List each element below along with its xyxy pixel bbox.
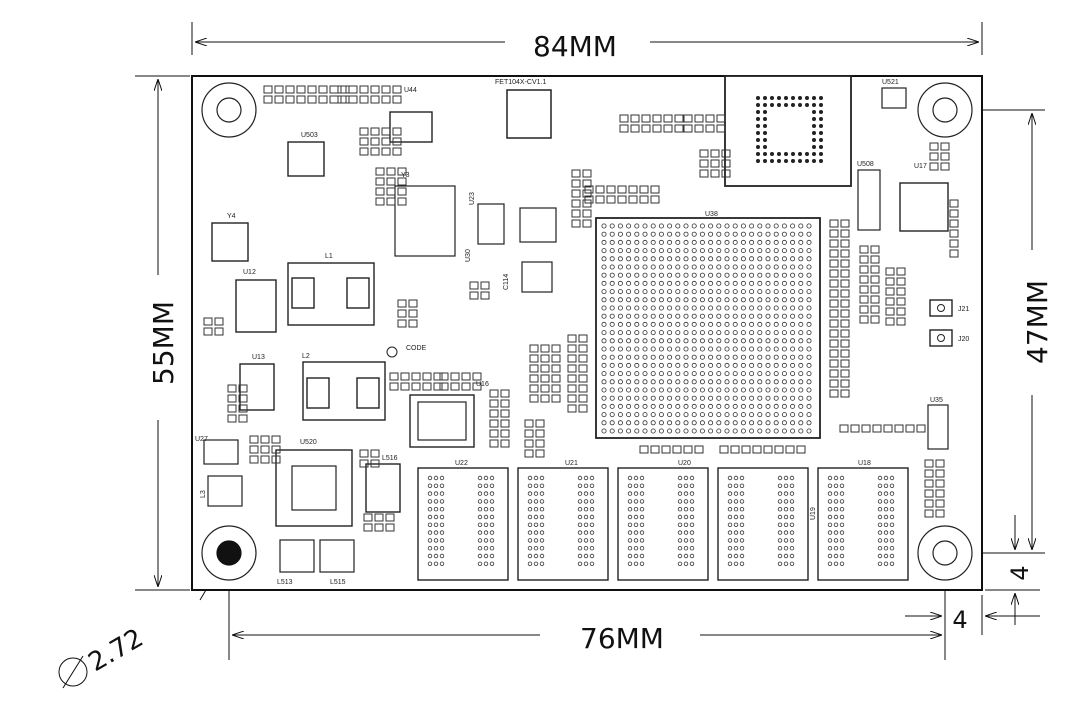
ddr-u21: U21: [517, 460, 609, 581]
inductor-l513: L513: [277, 539, 315, 586]
dimension-label-84mm: 84MM: [533, 30, 617, 63]
svg-text:L1: L1: [325, 253, 333, 260]
dimension-label-hole-diameter: 2.72: [84, 623, 149, 678]
ic-u13: U13: [239, 354, 275, 411]
bga-u38: U38: [595, 211, 821, 439]
inductor-l2: L2: [302, 353, 386, 421]
svg-text:U521: U521: [882, 79, 899, 86]
inductor-l515: L515: [319, 539, 355, 586]
ic-u23: U23: [469, 192, 505, 245]
ic-u44: U44: [389, 87, 433, 143]
svg-text:U20: U20: [678, 460, 691, 467]
inductor-l3: L3: [200, 475, 243, 507]
connector-j21: J21: [929, 299, 969, 317]
dimension-84mm: 84MM: [191, 22, 983, 63]
ic-u508: U508: [857, 161, 881, 231]
svg-text:U19: U19: [810, 507, 817, 520]
mounting-hole-bottom-right: [917, 525, 973, 581]
ic-u16: U16: [409, 381, 489, 448]
mounting-hole-top-right: [917, 82, 973, 138]
svg-text:L515: L515: [330, 579, 346, 586]
ic-u27: U27: [195, 436, 239, 465]
svg-text:U17: U17: [914, 163, 927, 170]
dimension-55mm: 55MM: [135, 75, 190, 591]
mounting-hole-top-left: [201, 82, 257, 138]
ic-u30: U30: [465, 207, 557, 262]
svg-text:L2: L2: [302, 353, 310, 360]
svg-text:U38: U38: [705, 211, 718, 218]
svg-text:Y4: Y4: [227, 213, 236, 220]
dimension-4-vertical: 4: [985, 515, 1040, 625]
svg-text:U18: U18: [858, 460, 871, 467]
ic-u17: U17: [899, 163, 949, 232]
svg-text:U27: U27: [195, 436, 208, 443]
svg-text:U21: U21: [565, 460, 578, 467]
code-marker: CODE: [386, 345, 427, 358]
dimension-4-horizontal: 4: [905, 595, 1040, 635]
connector-u35: U35: [927, 397, 949, 450]
dimension-label-76mm: 76MM: [580, 622, 664, 655]
svg-text:J21: J21: [958, 306, 969, 313]
svg-text:CODE: CODE: [406, 345, 427, 352]
dimension-47mm: 47MM: [972, 109, 1054, 554]
dimension-label-4-vertical: 4: [1006, 565, 1034, 580]
dimension-76mm: 76MM: [228, 558, 946, 660]
emmc-package: [724, 75, 852, 187]
svg-text:C114: C114: [503, 274, 510, 290]
board-title: FET104X-CV1.1: [495, 79, 546, 86]
pcb-board: [191, 75, 983, 591]
crystal-y4: Y4: [211, 213, 249, 262]
ic-u503: U503: [287, 132, 325, 177]
dimension-label-4-horizontal: 4: [952, 606, 967, 634]
ddr-u19: U19: [717, 467, 817, 581]
svg-text:L3: L3: [200, 490, 207, 498]
svg-text:U13: U13: [252, 354, 265, 361]
svg-text:U30: U30: [465, 249, 472, 262]
dimension-label-47mm: 47MM: [1021, 280, 1054, 364]
svg-text:U12: U12: [243, 269, 256, 276]
capacitor-c114: C114: [503, 261, 553, 293]
ic-u520: U520: [275, 439, 353, 527]
ddr-u22: U22: [417, 460, 509, 581]
svg-text:L513: L513: [277, 579, 293, 586]
svg-text:L516: L516: [382, 455, 398, 462]
ddr-u18: U18: [817, 460, 909, 581]
svg-text:U22: U22: [455, 460, 468, 467]
svg-text:J20: J20: [958, 336, 969, 343]
inductor-l516: L516: [365, 455, 401, 513]
svg-text:U44: U44: [404, 87, 417, 94]
ic-u12: U12: [235, 269, 277, 333]
svg-text:U35: U35: [930, 397, 943, 404]
svg-text:U503: U503: [301, 132, 318, 139]
svg-text:U23: U23: [469, 192, 476, 205]
top-marking-pad: [506, 89, 552, 139]
svg-text:U508: U508: [857, 161, 874, 168]
passive-components: [203, 85, 959, 532]
ic-u521: U521: [881, 79, 907, 109]
svg-text:U520: U520: [300, 439, 317, 446]
inductor-l1: L1: [287, 253, 375, 326]
dimension-label-55mm: 55MM: [147, 301, 180, 385]
mounting-hole-bottom-left: [201, 525, 257, 581]
connector-j20: J20: [929, 329, 969, 347]
ddr-u20: U20: [617, 460, 709, 581]
svg-text:U16: U16: [476, 381, 489, 388]
